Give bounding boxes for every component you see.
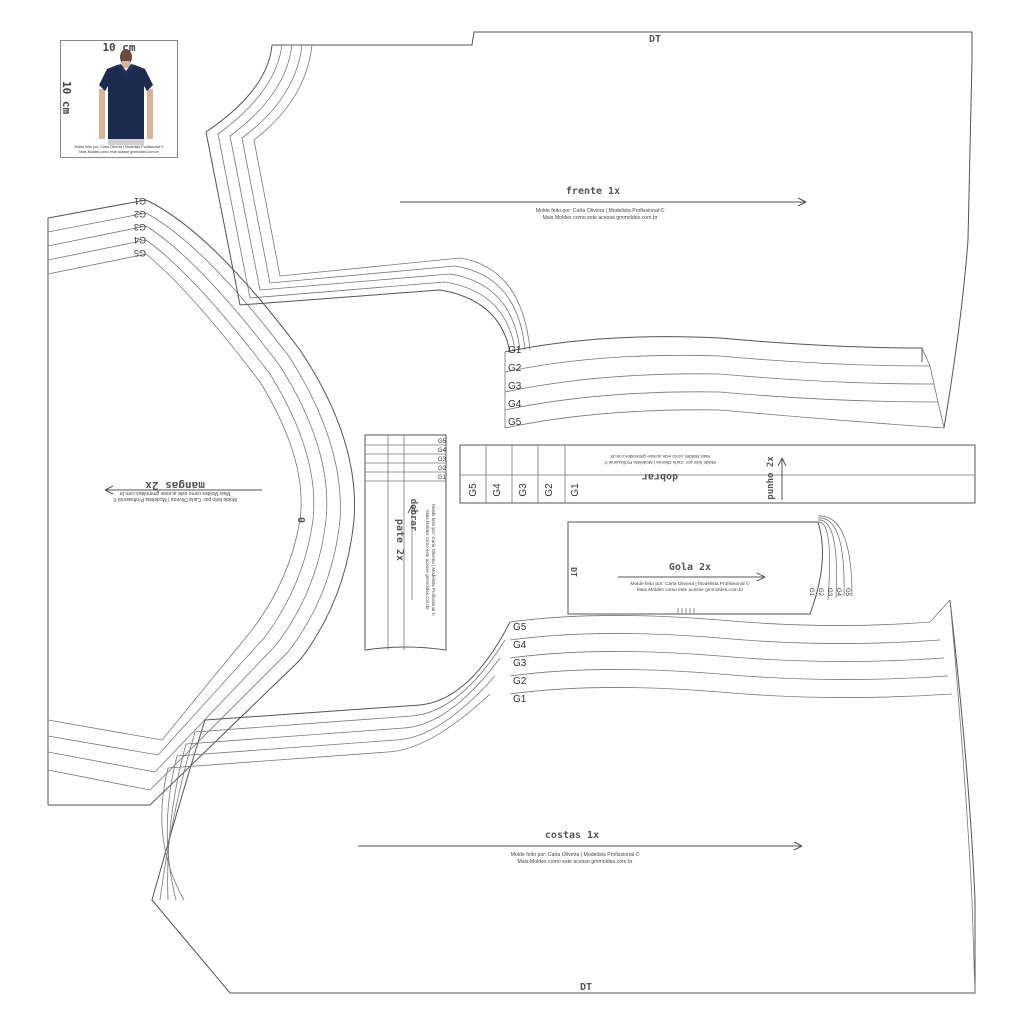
pate-grade-g2: G2 (438, 466, 447, 472)
mangas-grade-g4: G4 (134, 235, 146, 245)
thumbnail-credit: Molde feito por: Carla Oliveira | Modeli… (61, 145, 177, 155)
punho-grade-g5: G5 (468, 483, 479, 497)
pate-grade-g1: G1 (438, 475, 447, 481)
punho-credit-line1: Molde feito por: Carla Oliveira | Modeli… (604, 460, 716, 466)
mangas-grade-g1: G1 (134, 196, 146, 206)
punho-grade-g4: G4 (492, 483, 503, 497)
gola-grade-g4: G4 (835, 588, 841, 597)
mangas-piece: mangas 2x Molde feito por: Carla Oliveir… (47, 196, 356, 806)
punho-grade-g3: G3 (518, 483, 529, 497)
costas-credit-line2: Mais Moldes como este acesse gmmoldes.co… (517, 859, 632, 865)
frente-piece: frente 1x Molde feito por: Carla Oliveir… (205, 31, 973, 429)
gola-dt-mark: DT (569, 567, 578, 577)
costas-grade-g3: G3 (513, 658, 527, 669)
punho-label: punho 2x (766, 456, 776, 500)
costas-piece: costas 1x Molde feito por: Carla Oliveir… (151, 599, 976, 994)
costas-label: costas 1x (545, 830, 599, 841)
costas-grade-g4: G4 (513, 640, 527, 651)
mangas-grade-g5: G5 (134, 248, 146, 258)
mangas-grade-g2: G2 (134, 209, 146, 219)
thumbnail-credit-line2: Mais Moldes como este acesse gmmoldes.co… (79, 150, 159, 154)
frente-credit-line2: Mais Moldes como este acesse gmmoldes.co… (542, 215, 657, 221)
pate-grade-g4: G4 (438, 448, 447, 454)
thumbnail-credit-line1: Molde feito por: Carla Oliveira | Modeli… (74, 145, 164, 149)
frente-label: frente 1x (566, 186, 620, 197)
costas-grade-g2: G2 (513, 676, 527, 687)
gola-grade-g5: G5 (844, 588, 850, 597)
gola-grade-g2: G2 (817, 588, 823, 597)
gola-credit-line2: Mais Moldes como este acesse gmmoldes.co… (637, 587, 744, 593)
pate-credit-line2: Mais Moldes como este acesse gmmoldes.co… (425, 510, 430, 610)
frente-dt-mark: DT (649, 34, 661, 45)
punho-grade-g1: G1 (570, 483, 581, 497)
gola-grade-g3: G3 (826, 588, 832, 597)
costas-dt-mark: DT (580, 982, 592, 993)
mangas-credit-line2: Mais Moldes como este acesse gmmoldes.co… (119, 490, 230, 496)
costas-grade-g5: G5 (513, 622, 527, 633)
punho-fold-label: dobrar (642, 471, 678, 482)
punho-grade-g2: G2 (544, 483, 555, 497)
pate-label: pate 2x (394, 519, 405, 561)
frente-grade-g2: G2 (508, 363, 522, 374)
costas-credit-line1: Molde feito por: Carla Oliveira | Modeli… (511, 851, 640, 858)
frente-grade-g3: G3 (508, 381, 522, 392)
punho-piece: G5 G4 G3 G2 G1 dobrar Molde feito por: C… (459, 444, 976, 504)
pate-piece: G5 G4 G3 G2 G1 pate 2x dobrar Molde feit… (364, 434, 447, 651)
gola-grade-g1: G1 (808, 588, 814, 597)
pate-grade-g5: G5 (438, 439, 447, 445)
frente-grade-g4: G4 (508, 399, 522, 410)
gola-label: Gola 2x (669, 562, 711, 573)
pate-fold-label: dobrar (408, 499, 418, 532)
preview-thumbnail: 10 cm 10 cm Molde feito por: Carla Olive… (60, 40, 178, 158)
frente-grade-g1: G1 (508, 345, 522, 356)
pate-credit-line1: Molde feito por: Carla Oliveira | Modeli… (431, 504, 437, 616)
punho-credit-line2: Mais Moldes como este acesse gmmoldes.co… (610, 454, 710, 459)
mangas-credit-line1: Molde feito por: Carla Oliveira | Modeli… (113, 496, 237, 503)
costas-grade-g1: G1 (513, 694, 527, 705)
frente-grade-g5: G5 (508, 417, 522, 428)
mangas-label: mangas 2x (145, 479, 205, 492)
polo-shirt-illustration (99, 49, 153, 145)
frente-credit-line1: Molde feito por: Carla Oliveira | Modeli… (536, 207, 665, 214)
mangas-grade-g3: G3 (134, 222, 146, 232)
gola-piece: Gola 2x Molde feito por: Carla Oliveira … (567, 515, 853, 615)
gola-credit-line1: Molde feito por: Carla Oliveira | Modeli… (631, 580, 750, 587)
mangas-center-mark: 0 (295, 517, 306, 523)
pate-grade-g3: G3 (438, 457, 447, 463)
